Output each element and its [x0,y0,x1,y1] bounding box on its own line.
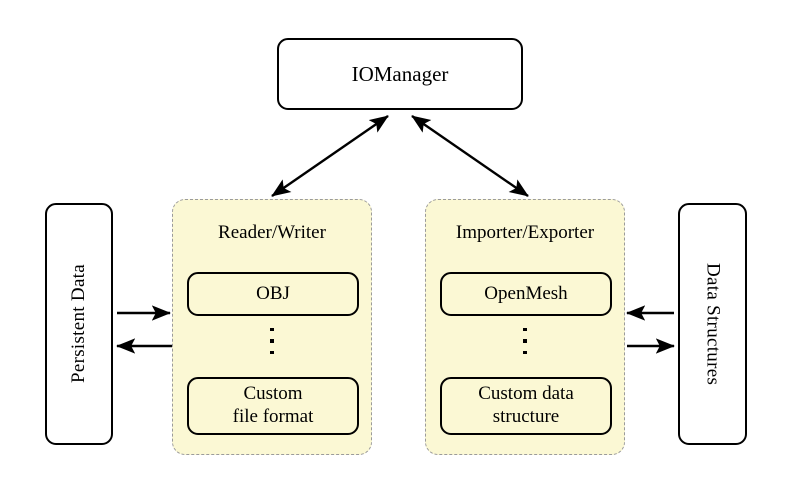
ellipsis-importer-exporter [426,328,624,355]
ellipsis-dot [270,339,274,343]
group-reader-writer[interactable]: Reader/Writer OBJ Custom file format [172,199,372,455]
node-custom-data-structure[interactable]: Custom data structure [440,377,612,435]
node-obj[interactable]: OBJ [187,272,359,316]
arrow-iomanager-reader-writer [271,115,389,197]
group-importer-exporter[interactable]: Importer/Exporter OpenMesh Custom data s… [425,199,625,455]
node-persistent-data[interactable]: Persistent Data [45,203,113,445]
node-custom-file-format-label: Custom file format [233,383,314,429]
ellipsis-reader-writer [173,328,371,355]
group-reader-writer-title: Reader/Writer [218,222,326,243]
node-openmesh-label: OpenMesh [484,282,568,304]
node-data-structures-label: Data Structures [702,262,724,386]
node-data-structures[interactable]: Data Structures [678,203,747,445]
ellipsis-dot [523,339,527,343]
node-openmesh[interactable]: OpenMesh [440,272,612,316]
group-importer-exporter-title: Importer/Exporter [455,222,595,243]
node-iomanager[interactable]: IOManager [277,38,523,110]
node-custom-data-structure-line2: structure [492,406,560,427]
node-custom-data-structure-label: Custom data structure [478,383,574,429]
node-custom-data-structure-line1: Custom data [478,383,574,405]
node-obj-label: OBJ [256,282,290,304]
node-custom-file-format[interactable]: Custom file format [187,377,359,435]
node-custom-file-format-line2: file format [232,406,314,427]
node-custom-file-format-line1: Custom [243,383,303,405]
ellipsis-dot [523,328,527,332]
node-persistent-data-label: Persistent Data [68,264,89,384]
arrow-iomanager-importer-exporter [411,115,529,197]
ellipsis-dot [523,350,527,355]
ellipsis-dot [270,350,274,355]
ellipsis-dot [270,328,274,332]
node-iomanager-label: IOManager [351,61,449,86]
